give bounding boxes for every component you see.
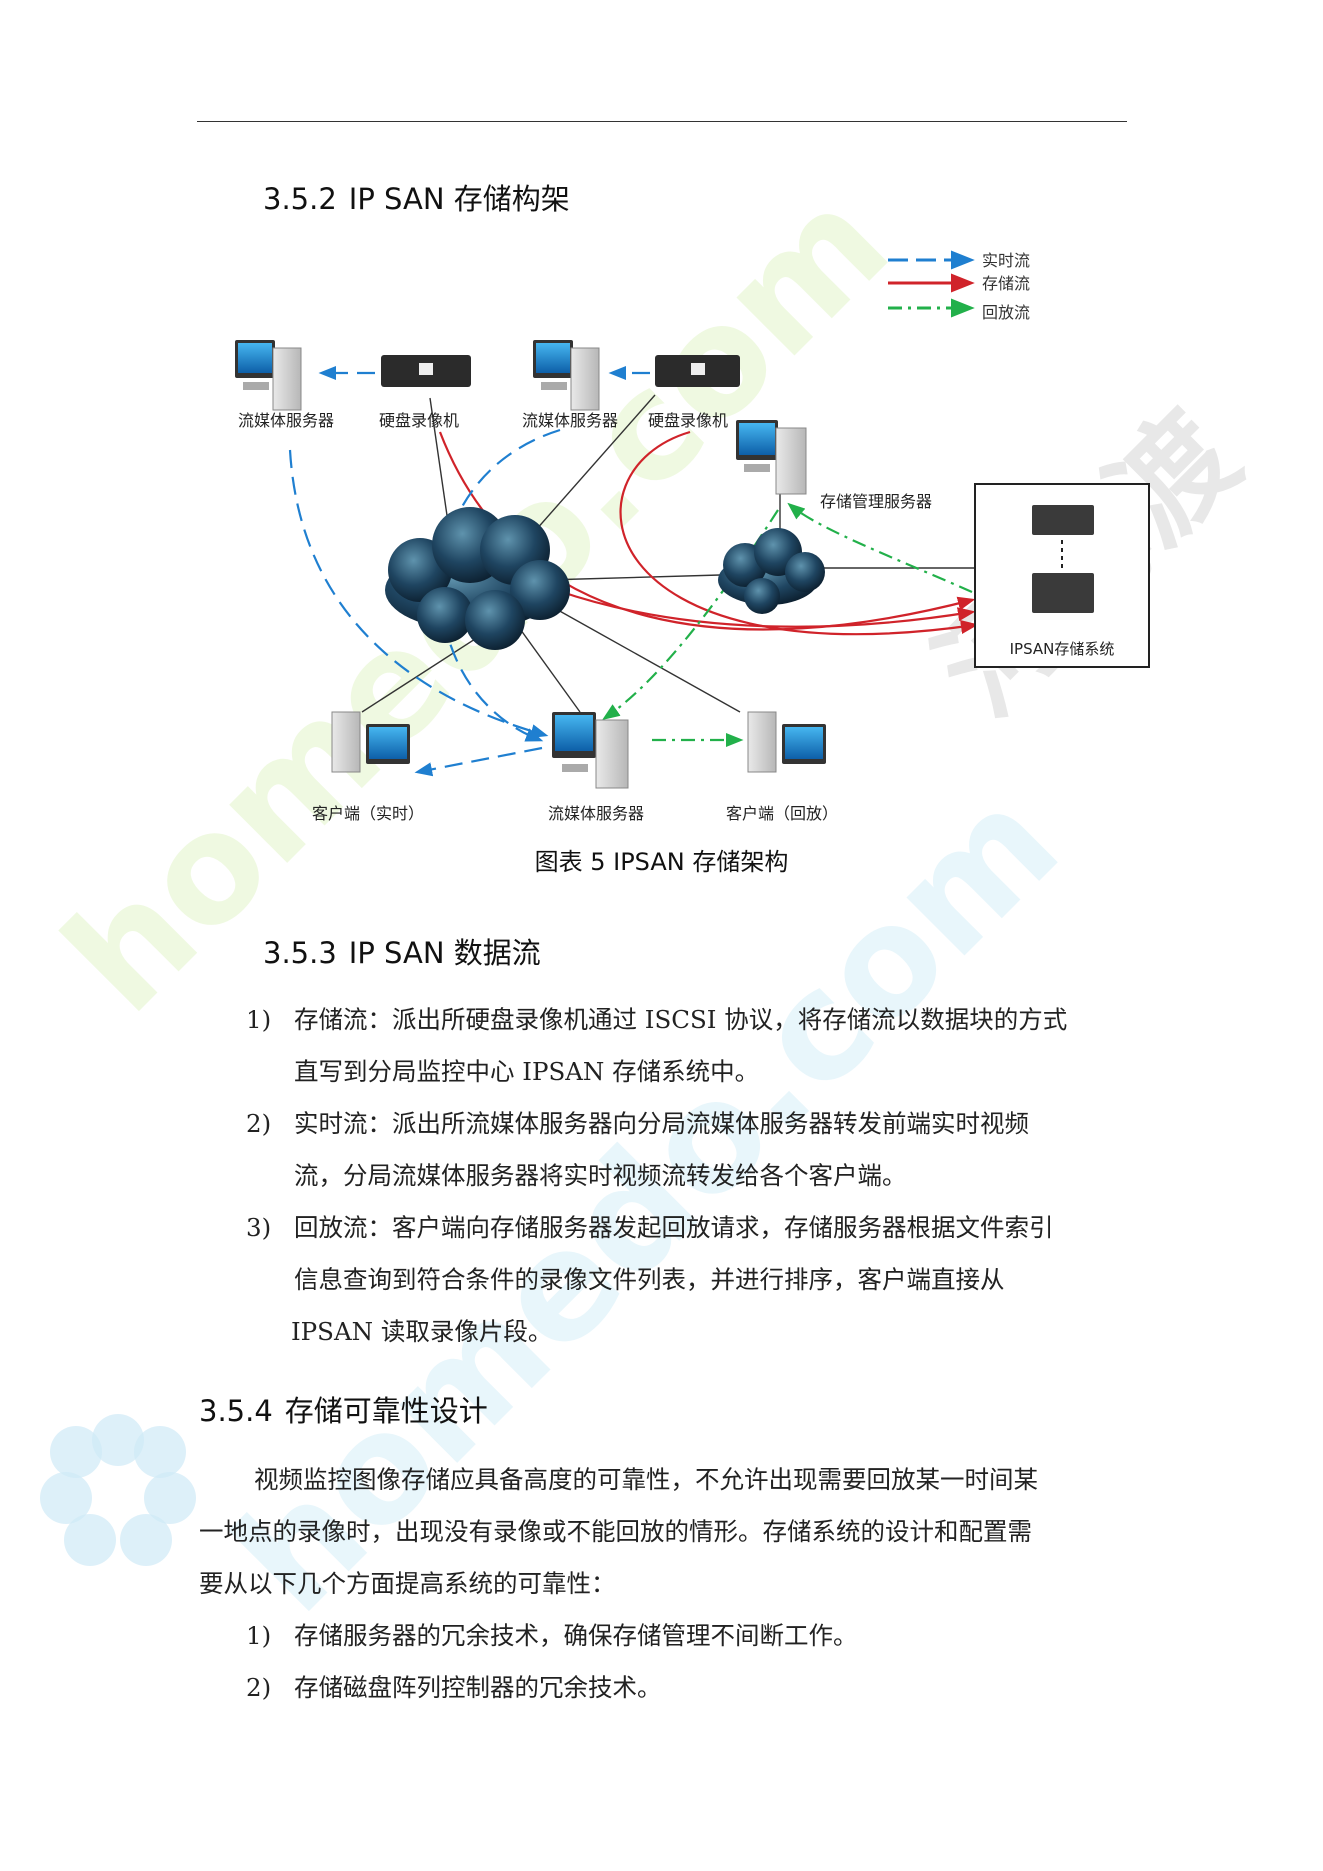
reliability-item-1: 1) 存储服务器的冗余技术，确保存储管理不间断工作。 <box>246 1610 1126 1662</box>
list-line: 直写到分局监控中心 IPSAN 存储系统中。 <box>294 1057 760 1086</box>
label-dvr-1: 硬盘录像机 <box>379 411 459 430</box>
section-title: IP SAN 数据流 <box>348 936 541 970</box>
list-line: 流，分局流媒体服务器将实时视频流转发给各个客户端。 <box>294 1161 907 1190</box>
list-line: 回放流：客户端向存储服务器发起回放请求，存储服务器根据文件索引 <box>294 1213 1054 1242</box>
section-number: 3.5.3 <box>263 936 337 970</box>
storage-flow-cloud <box>555 588 976 628</box>
section-title: 存储可靠性设计 <box>284 1394 488 1428</box>
list-text: 存储服务器的冗余技术，确保存储管理不间断工作。 <box>294 1621 858 1650</box>
client-playback-icon <box>747 711 826 773</box>
section-number: 3.5.4 <box>199 1394 273 1428</box>
playback-mgmt-to-server3 <box>602 509 779 721</box>
reliability-item-2: 2) 存储磁盘阵列控制器的冗余技术。 <box>246 1662 1126 1714</box>
label-stream-server-1: 流媒体服务器 <box>238 411 334 430</box>
dataflow-item-1: 1) 存储流：派出所硬盘录像机通过 ISCSI 协议，将存储流以数据块的方式 直… <box>246 994 1126 1098</box>
legend-playback-label: 回放流 <box>982 303 1030 322</box>
list-line: 信息查询到符合条件的录像文件列表，并进行排序，客户端直接从 <box>294 1265 1005 1294</box>
dataflow-item-3: 3) 回放流：客户端向存储服务器发起回放请求，存储服务器根据文件索引 信息查询到… <box>246 1202 1126 1358</box>
storage-flow-dvr2 <box>619 430 979 636</box>
client-realtime-icon <box>331 711 410 773</box>
paragraph-line: 要从以下几个方面提高系统的可靠性： <box>199 1569 616 1598</box>
label-ipsan-system: IPSAN存储系统 <box>1010 640 1115 658</box>
list-number: 2) <box>246 1109 272 1138</box>
legend: 实时流 存储流 回放流 <box>888 250 1030 322</box>
figure-caption: 图表 5 IPSAN 存储架构 <box>534 848 789 876</box>
dataflow-item-2: 2) 实时流：派出所流媒体服务器向分局流媒体服务器转发前端实时视频 流，分局流媒… <box>246 1098 1126 1202</box>
legend-realtime-label: 实时流 <box>982 251 1030 270</box>
label-client-realtime: 客户端（实时） <box>312 804 424 823</box>
list-line: IPSAN 读取录像片段。 <box>291 1317 553 1346</box>
section-number: 3.5.2 <box>263 182 337 216</box>
realtime-server3-to-client <box>414 746 543 777</box>
list-line: 实时流：派出所流媒体服务器向分局流媒体服务器转发前端实时视频 <box>294 1109 1029 1138</box>
section-heading-3-5-3: 3.5.3 IP SAN 数据流 <box>263 930 541 972</box>
section-title: IP SAN 存储构架 <box>348 182 570 216</box>
watermark-flower-logo <box>40 1414 196 1566</box>
playback-storage-to-mgmt <box>787 502 973 594</box>
label-stream-server-3: 流媒体服务器 <box>548 804 644 823</box>
label-dvr-2: 硬盘录像机 <box>648 411 728 430</box>
storage-mgmt-server-icon <box>736 420 807 495</box>
section-heading-3-5-2: 3.5.2 IP SAN 存储构架 <box>263 176 570 218</box>
list-number: 3) <box>246 1213 272 1242</box>
stream-server-1-icon <box>235 340 302 411</box>
list-line: 存储流：派出所硬盘录像机通过 ISCSI 协议，将存储流以数据块的方式 <box>294 1005 1068 1034</box>
dvr-1-icon <box>381 355 471 387</box>
ipsan-architecture-diagram: 实时流 存储流 回放流 <box>235 250 1150 823</box>
paragraph-line: 一地点的录像时，出现没有录像或不能回放的情形。存储系统的设计和配置需 <box>199 1517 1032 1546</box>
list-number: 2) <box>246 1673 272 1702</box>
ipsan-storage-system <box>974 483 1150 668</box>
dvr-2-icon <box>655 355 740 387</box>
list-text: 存储磁盘阵列控制器的冗余技术。 <box>294 1673 662 1702</box>
network-cloud-small <box>718 528 825 614</box>
realtime-server1-to-server3 <box>288 449 549 738</box>
stream-server-3-icon <box>552 712 629 789</box>
network-cloud-large <box>385 507 570 650</box>
header-rule <box>197 121 1127 122</box>
label-stream-server-2: 流媒体服务器 <box>522 411 618 430</box>
stream-server-2-icon <box>533 340 600 411</box>
label-client-playback: 客户端（回放） <box>726 804 838 823</box>
label-storage-mgmt-server: 存储管理服务器 <box>820 492 932 511</box>
realtime-server2-to-server3 <box>440 428 561 742</box>
list-number: 1) <box>246 1621 272 1650</box>
reliability-paragraph: 视频监控图像存储应具备高度的可靠性，不允许出现需要回放某一时间某 一地点的录像时… <box>199 1454 1119 1610</box>
section-heading-3-5-4: 3.5.4 存储可靠性设计 <box>199 1388 488 1430</box>
realtime-flows <box>288 365 650 777</box>
list-number: 1) <box>246 1005 272 1034</box>
legend-storage-label: 存储流 <box>982 274 1030 293</box>
paragraph-line: 视频监控图像存储应具备高度的可靠性，不允许出现需要回放某一时间某 <box>254 1465 1038 1494</box>
